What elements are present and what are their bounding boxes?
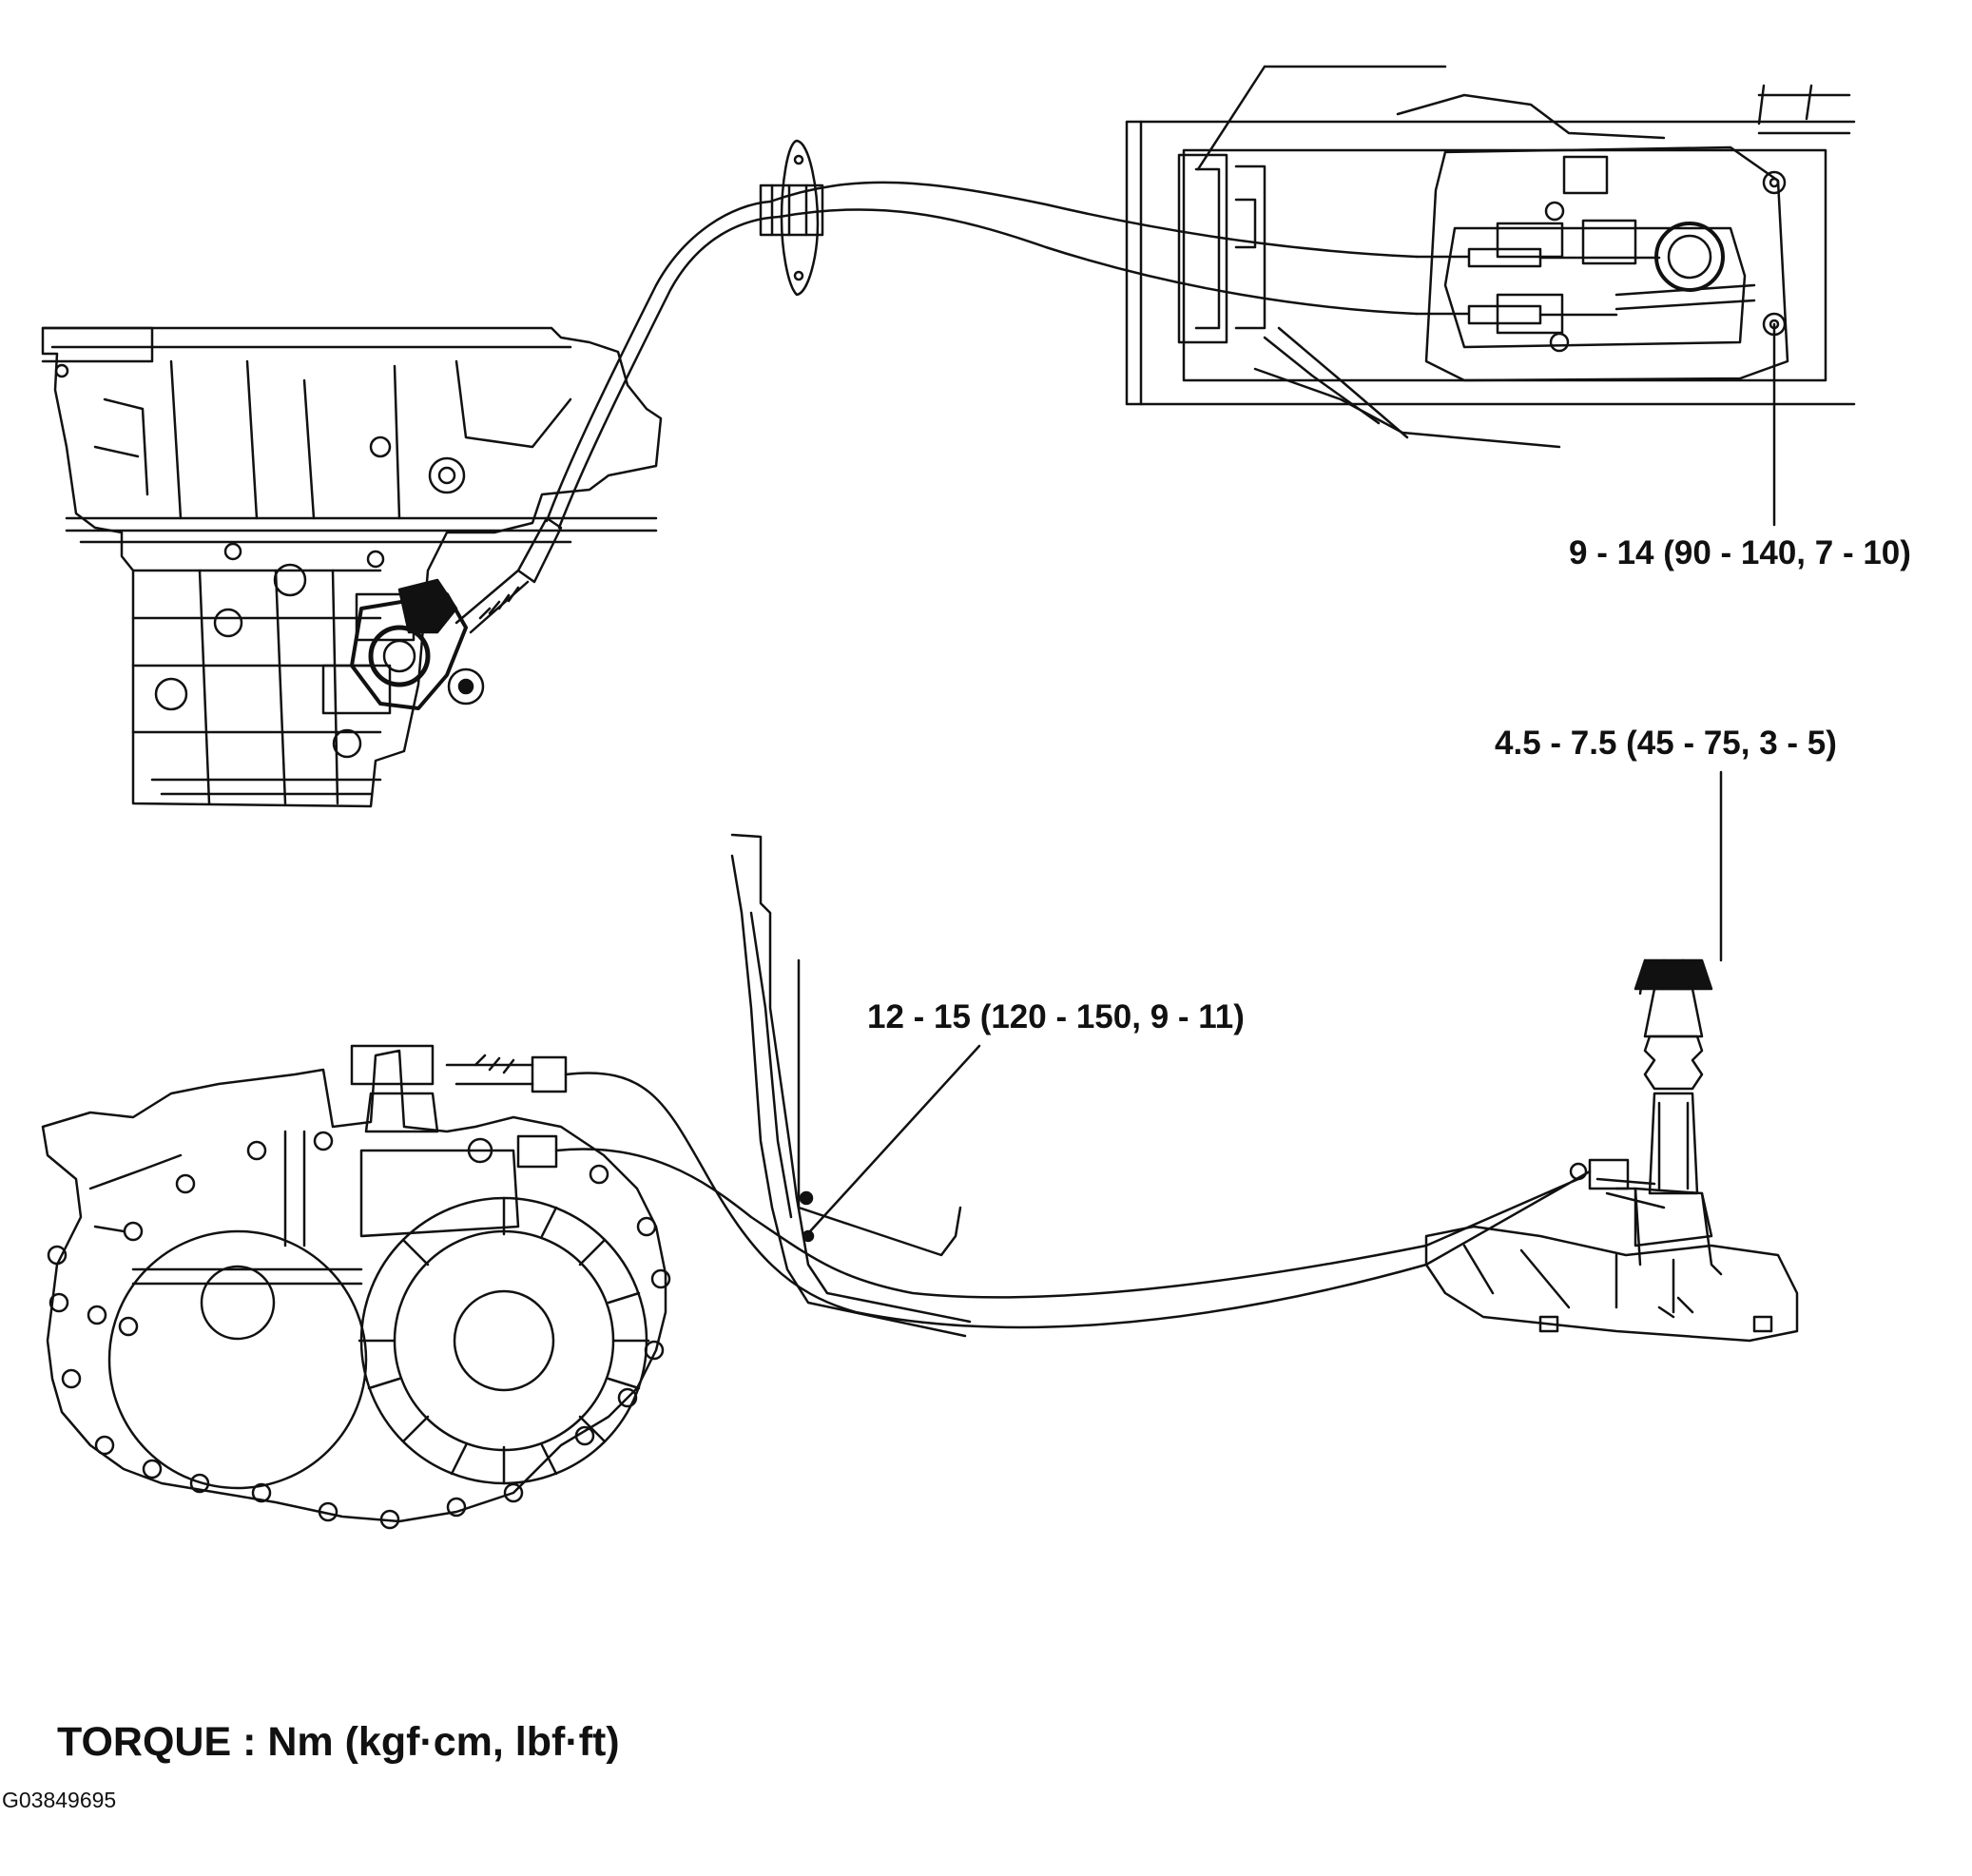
cable-grommet — [759, 139, 824, 297]
shift-lever-console — [1424, 958, 1799, 1343]
transaxle-end-view — [41, 1044, 671, 1530]
shift-cables-lower — [554, 1072, 1428, 1329]
leader-bracket-bolt — [808, 1044, 981, 1233]
shift-cables-upper — [545, 181, 1419, 530]
torque-callout-shift-lever: 4.5 - 7.5 (45 - 75, 3 - 5) — [1495, 725, 1837, 762]
shift-lever-assembly-top-view — [1125, 65, 1856, 449]
bolt-heads — [47, 1131, 671, 1530]
torque-units-legend: TORQUE : Nm (kgf·cm, lbf·ft) — [57, 1719, 620, 1765]
figure-id: G03849695 — [2, 1788, 117, 1812]
callout-leaders — [808, 322, 1776, 1233]
transaxle-side-view — [41, 326, 663, 808]
shift-mechanism-upper — [350, 516, 563, 710]
bulkhead-panel — [730, 833, 972, 1338]
torque-callout-upper-bracket-bolts: 9 - 14 (90 - 140, 7 - 10) — [1569, 534, 1911, 571]
torque-callout-cable-bracket-bolt: 12 - 15 (120 - 150, 9 - 11) — [867, 998, 1245, 1035]
